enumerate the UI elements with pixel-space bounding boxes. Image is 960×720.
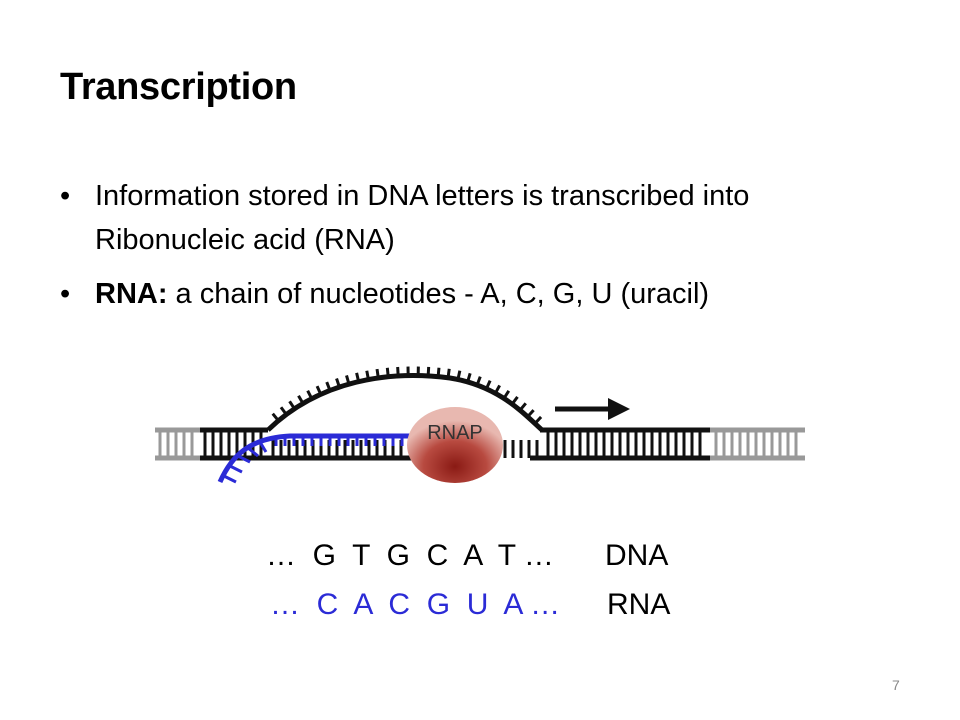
- bullet-item: • RNA: a chain of nucleotides - A, C, G,…: [60, 272, 890, 316]
- strand-tick: [279, 406, 288, 416]
- bullet-marker: •: [60, 278, 71, 310]
- strand-tick: [335, 378, 341, 388]
- strand-tick: [466, 372, 472, 383]
- strand-tick: [365, 370, 370, 380]
- dna-open-strand: [266, 366, 544, 432]
- rna-tick: [247, 446, 259, 458]
- strand-tick: [375, 368, 380, 379]
- strand-tick: [436, 367, 441, 377]
- bullet-item: • Information stored in DNA letters is t…: [60, 174, 890, 262]
- bullet-term: RNA:: [95, 278, 168, 310]
- slide-title: Transcription: [60, 66, 297, 108]
- strand-tick: [446, 368, 451, 378]
- bullet-list: • Information stored in DNA letters is t…: [60, 174, 890, 326]
- strand-tick: [297, 394, 305, 405]
- strand-tick: [502, 390, 511, 400]
- strand-tick: [533, 415, 543, 425]
- strand-tick: [345, 375, 351, 385]
- strand-tick: [315, 385, 323, 395]
- strand-tick: [493, 384, 501, 395]
- strand-tick: [485, 380, 492, 390]
- strand-tick: [271, 412, 280, 422]
- rna-sequence: … C A C G U A …: [270, 588, 561, 621]
- strand-tick: [475, 376, 482, 386]
- rna-tick: [223, 474, 237, 484]
- transcription-diagram: RNAP: [155, 366, 805, 484]
- strand-tick: [355, 372, 361, 382]
- bullet-text: a chain of nucleotides - A, C, G, U (ura…: [167, 278, 710, 310]
- strand-tick: [456, 370, 462, 380]
- dna-double-strand-right: [503, 427, 710, 461]
- strand-tick: [306, 390, 314, 400]
- strand-tick: [526, 409, 535, 418]
- strand-tick: [396, 366, 400, 377]
- rna-strand: [217, 433, 412, 484]
- strand-tick: [426, 366, 431, 377]
- rnap-label: RNAP: [427, 422, 483, 444]
- bullet-marker: •: [60, 180, 71, 212]
- dna-label: DNA: [605, 539, 669, 572]
- bullet-text: Information stored in DNA letters is tra…: [95, 180, 750, 256]
- rna-tick: [237, 454, 251, 464]
- rna-tick: [229, 464, 243, 474]
- strand-tick: [288, 400, 296, 410]
- strand-tick: [385, 367, 390, 377]
- page-number: 7: [892, 677, 900, 693]
- dna-faded-right: [710, 427, 805, 461]
- dna-sequence: … G T G C A T …: [266, 539, 554, 572]
- rna-label: RNA: [607, 588, 671, 621]
- strand-tick: [518, 402, 527, 412]
- dna-faded-left: [155, 427, 200, 461]
- rna-tick: [258, 441, 268, 453]
- strand-tick: [325, 381, 332, 392]
- direction-arrow-icon: [555, 398, 630, 420]
- rnap-enzyme: RNAP: [407, 407, 503, 483]
- strand-tick: [510, 395, 519, 405]
